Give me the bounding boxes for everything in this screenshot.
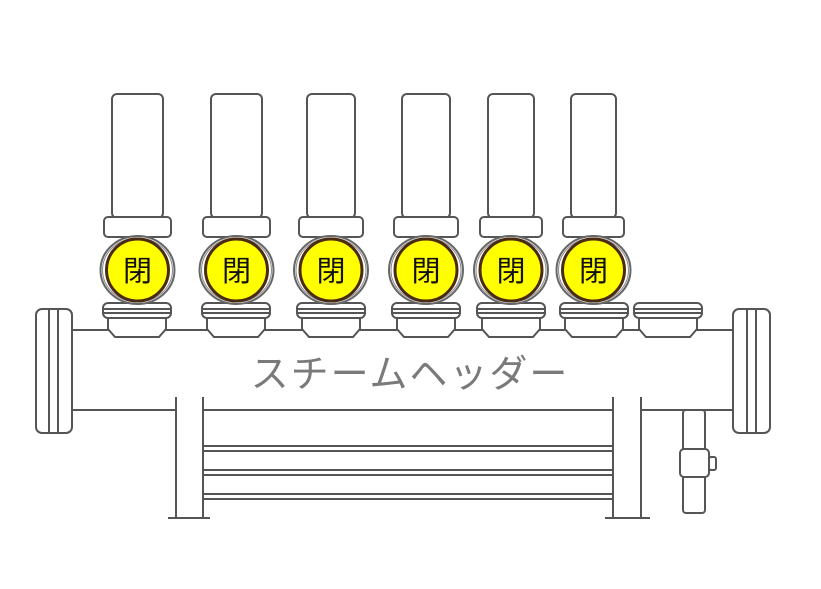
- valve-status-indicator[interactable]: [561, 237, 626, 303]
- valve-status-label: 閉: [411, 254, 440, 288]
- riser-pipe: [570, 93, 617, 219]
- valve-status-label: 閉: [123, 254, 152, 288]
- pipe-collar: [562, 216, 625, 238]
- right-end-cap: [732, 308, 771, 434]
- outlet-fitting: [476, 302, 546, 338]
- outlet-fitting: [296, 302, 366, 338]
- valve-1[interactable]: 閉: [99, 93, 176, 305]
- pipe-collar: [479, 216, 543, 238]
- outlet-fitting: [201, 302, 271, 338]
- riser-pipe: [111, 93, 164, 219]
- valve-status-label: 閉: [316, 254, 345, 288]
- pipe-collar: [103, 216, 172, 238]
- valve-status-indicator[interactable]: [478, 237, 544, 303]
- outlet-fitting: [102, 302, 172, 338]
- drain-valve: [679, 409, 717, 514]
- valve-3[interactable]: 閉: [293, 93, 369, 305]
- valve-status-indicator[interactable]: [204, 237, 269, 303]
- valve-status-label: 閉: [496, 254, 525, 288]
- valve-6[interactable]: 閉: [555, 93, 632, 305]
- outlet-fitting: [391, 302, 461, 338]
- pipe-collar: [393, 216, 459, 238]
- valve-status-label: 閉: [222, 254, 251, 288]
- valve-status-indicator[interactable]: [105, 237, 170, 303]
- riser-pipe: [210, 93, 263, 219]
- valve-status-indicator[interactable]: [298, 237, 364, 303]
- pipe-collar: [202, 216, 271, 238]
- valve-5[interactable]: 閉: [473, 93, 549, 305]
- valve-2[interactable]: 閉: [198, 93, 275, 305]
- outlet-fitting: [559, 302, 629, 338]
- outlet-fitting: [633, 302, 703, 338]
- support-stand: [168, 397, 650, 519]
- pipe-collar: [298, 216, 364, 238]
- valve-4[interactable]: 閉: [388, 93, 464, 305]
- left-end-cap: [35, 308, 73, 434]
- valve-status-indicator[interactable]: [393, 237, 459, 303]
- valve-status-label: 閉: [579, 254, 608, 288]
- riser-pipe: [306, 93, 356, 219]
- riser-pipe: [487, 93, 535, 219]
- riser-pipe: [401, 93, 451, 219]
- header-title: スチームヘッダー: [251, 352, 570, 396]
